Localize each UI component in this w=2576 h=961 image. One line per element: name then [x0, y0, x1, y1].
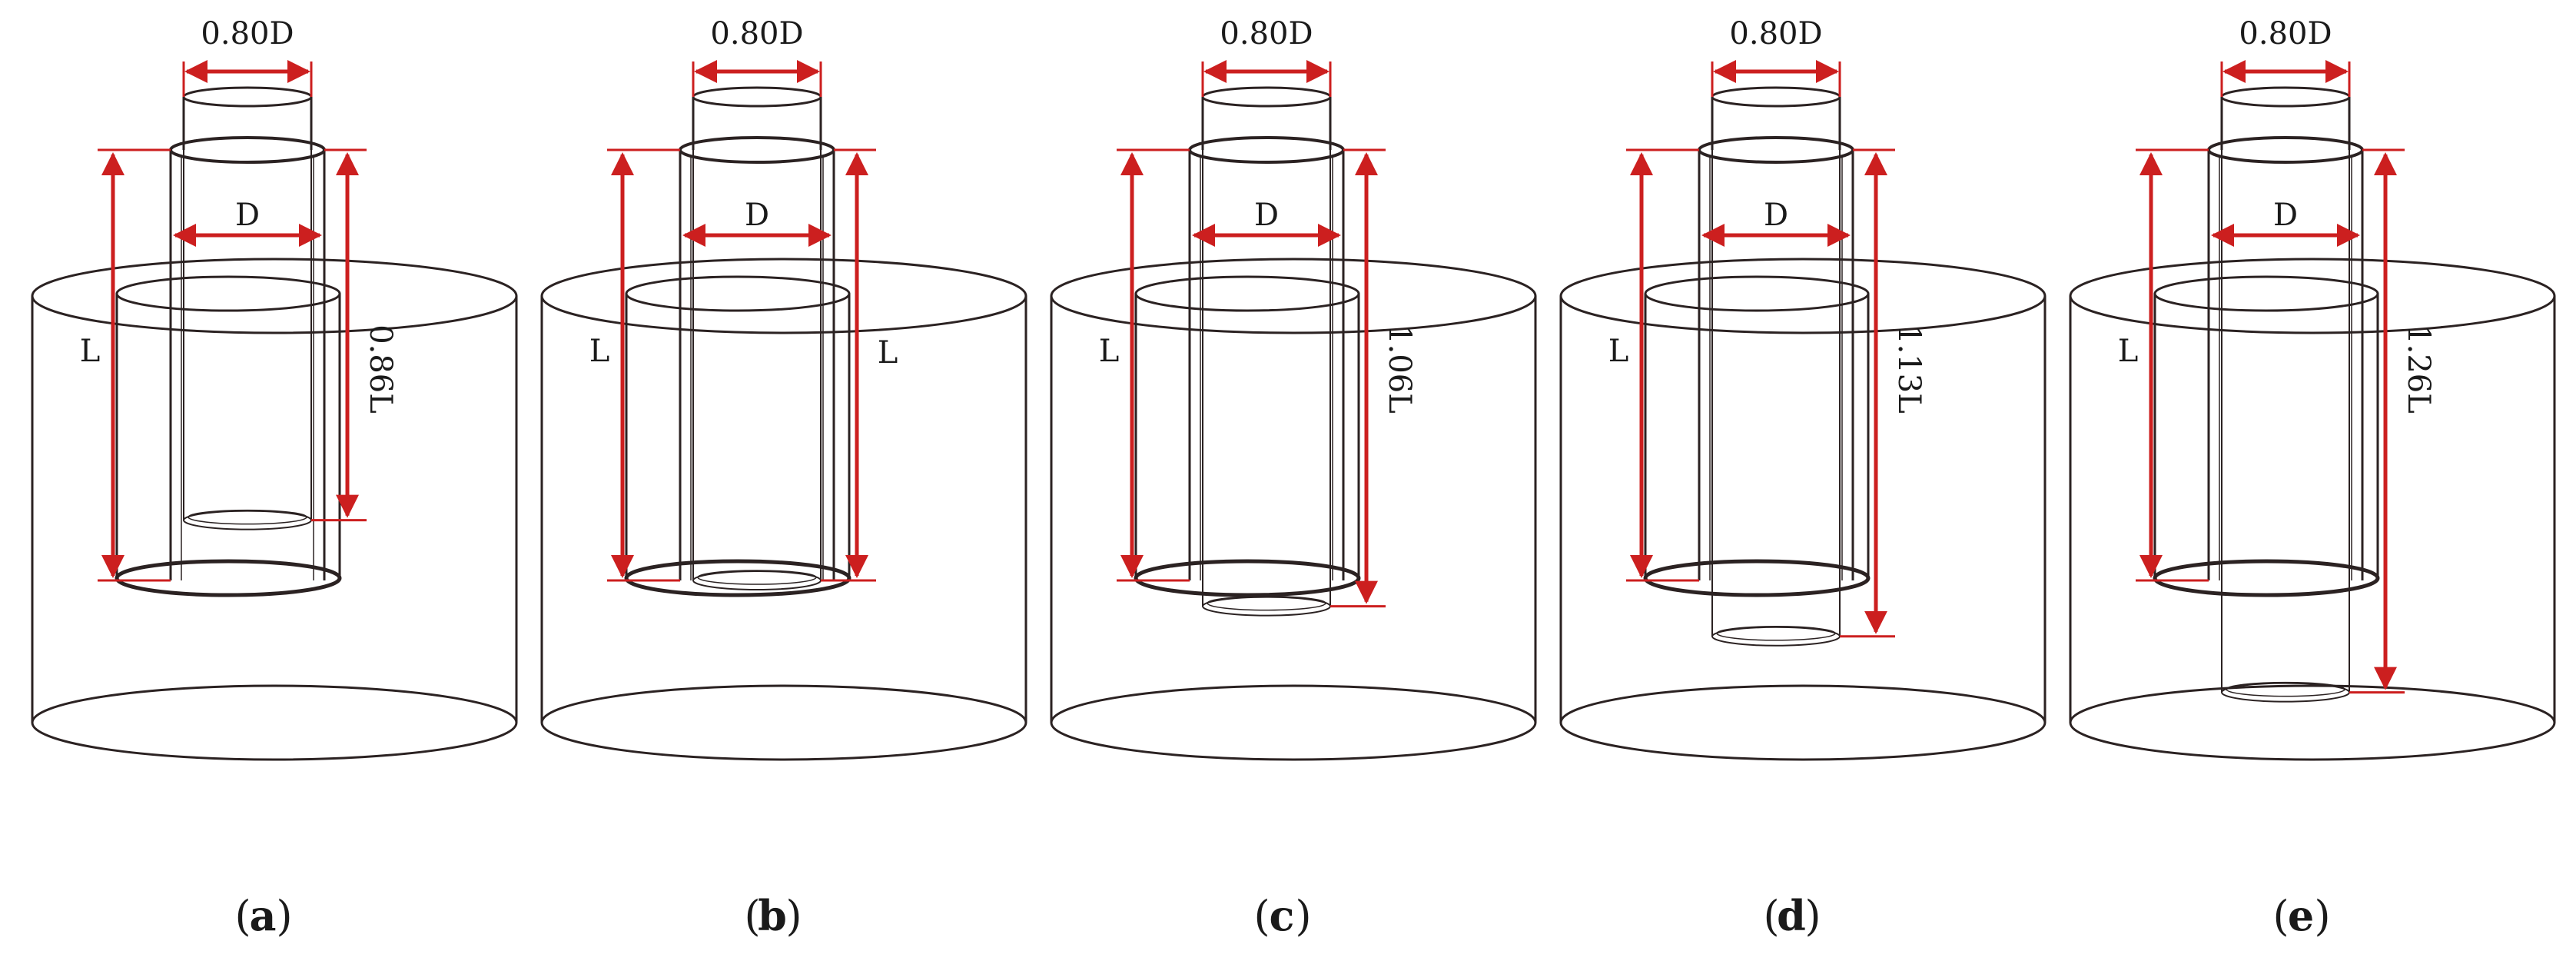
pile-top-ellipse — [2207, 136, 2364, 164]
label-inner-width: D — [2273, 198, 2298, 233]
label-left-length: L — [2118, 334, 2139, 369]
caption-close-paren: ) — [2314, 892, 2330, 940]
caption-open-paren: ( — [1763, 892, 1779, 940]
tank-top-ellipse — [31, 258, 518, 334]
label-right-length: 1.06L — [1382, 324, 1417, 414]
core-bottom-ellipse — [692, 570, 822, 590]
pile-top-ellipse — [1698, 136, 1854, 164]
core-top-ellipse — [182, 86, 313, 108]
caption-open-paren: ( — [2272, 892, 2289, 940]
caption-open-paren: ( — [1253, 892, 1270, 940]
pile-top-ellipse — [679, 136, 835, 164]
panel-c: 0.80D D L 1.06L (c) — [1050, 16, 1537, 940]
label-right-length: 1.26L — [2401, 324, 2436, 414]
label-right-length: 1.13L — [1891, 324, 1927, 414]
label-top-width: 0.80D — [201, 16, 294, 52]
core-bottom-inner-ellipse — [1207, 595, 1326, 611]
socket-top-ellipse — [1644, 275, 1870, 312]
caption-close-paren: ) — [785, 892, 802, 940]
label-inner-width: D — [1254, 198, 1279, 233]
core-top-ellipse — [2220, 86, 2351, 108]
caption-letter: e — [2288, 891, 2314, 940]
panel-b: 0.80D D L L (b) — [540, 16, 1027, 940]
socket-bottom-ellipse — [2153, 559, 2380, 597]
label-top-width: 0.80D — [1220, 16, 1313, 52]
core-top-ellipse — [692, 86, 822, 108]
tank-top-ellipse — [1559, 258, 2047, 334]
label-right-length: L — [878, 335, 898, 371]
label-left-length: L — [1099, 334, 1120, 369]
label-left-length: L — [80, 334, 101, 369]
pile-top-ellipse — [1188, 136, 1345, 164]
core-bottom-ellipse — [1202, 596, 1331, 617]
tank-top-ellipse — [1050, 258, 1537, 334]
core-bottom-inner-ellipse — [2226, 681, 2345, 697]
core-top-ellipse — [1711, 86, 1841, 108]
label-inner-width: D — [1764, 198, 1788, 233]
caption-letter: b — [758, 891, 787, 940]
socket-bottom-ellipse — [115, 559, 342, 597]
caption-close-paren: ) — [1295, 892, 1311, 940]
caption-open-paren: ( — [744, 892, 760, 940]
tank-bottom-ellipse — [540, 684, 1027, 761]
panel-d: 0.80D D L 1.13L (d) — [1559, 16, 2047, 940]
socket-top-ellipse — [2153, 275, 2379, 312]
tank-bottom-ellipse — [31, 684, 518, 761]
caption-b: (b) — [744, 891, 802, 940]
caption-close-paren: ) — [276, 892, 292, 940]
caption-open-paren: ( — [234, 892, 251, 940]
socket-bottom-ellipse — [1643, 559, 1871, 597]
tank-bottom-ellipse — [1050, 684, 1537, 761]
core-bottom-ellipse — [1711, 626, 1841, 647]
label-left-length: L — [1608, 334, 1629, 369]
core-bottom-inner-ellipse — [697, 570, 817, 585]
caption-letter: c — [1270, 891, 1295, 940]
socket-bottom-ellipse — [1134, 559, 1361, 597]
core-bottom-inner-ellipse — [1716, 626, 1836, 641]
core-top-ellipse — [1201, 86, 1332, 108]
tank-bottom-ellipse — [2069, 684, 2556, 761]
label-inner-width: D — [235, 198, 260, 233]
pile-top-ellipse — [169, 136, 326, 164]
panel-a: 0.80D D L 0.86L (a) — [31, 16, 518, 940]
caption-c: (c) — [1253, 891, 1311, 940]
socket-top-ellipse — [115, 275, 341, 312]
core-bottom-ellipse — [183, 510, 312, 530]
socket-top-ellipse — [1134, 275, 1360, 312]
label-top-width: 0.80D — [1729, 16, 1822, 52]
caption-d: (d) — [1763, 891, 1821, 940]
tank-top-ellipse — [540, 258, 1027, 334]
caption-letter: d — [1777, 891, 1806, 940]
caption-letter: a — [250, 891, 277, 940]
label-inner-width: D — [745, 198, 769, 233]
caption-e: (e) — [2272, 891, 2330, 940]
caption-a: (a) — [234, 891, 292, 940]
socket-top-ellipse — [625, 275, 851, 312]
tank-top-ellipse — [2069, 258, 2556, 334]
label-top-width: 0.80D — [710, 16, 803, 52]
panel-e: 0.80D D L 1.26L (e) — [2069, 16, 2556, 940]
caption-close-paren: ) — [1804, 892, 1821, 940]
label-right-length: 0.86L — [363, 324, 398, 414]
label-left-length: L — [589, 334, 610, 369]
core-bottom-inner-ellipse — [188, 509, 307, 525]
label-top-width: 0.80D — [2239, 16, 2332, 52]
tank-bottom-ellipse — [1559, 684, 2047, 761]
